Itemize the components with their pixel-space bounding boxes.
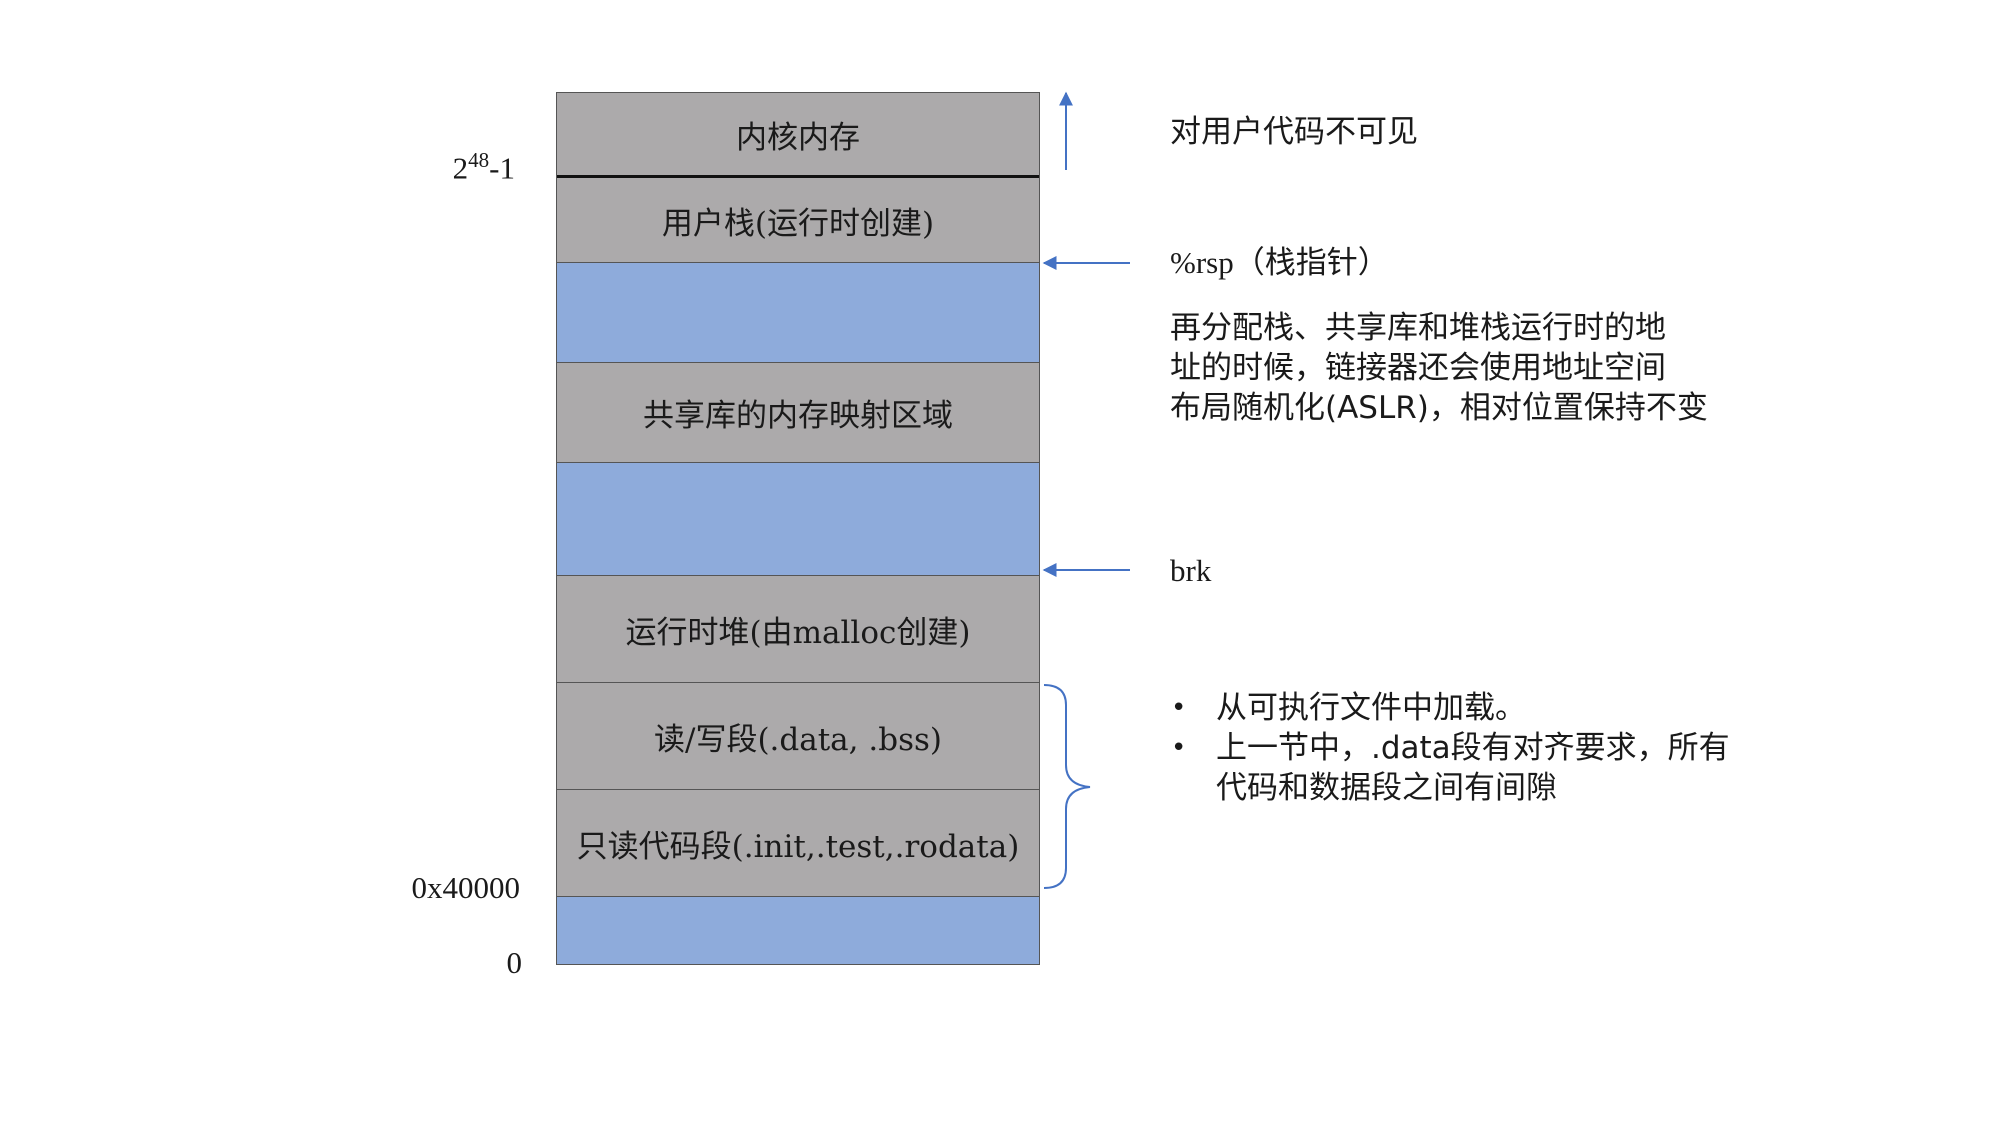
- segment-kernel-memory: 内核内存: [557, 93, 1039, 178]
- address-zero: 0: [506, 945, 523, 980]
- segment-label: 只读代码段(.init,.test,.rodata): [576, 828, 1020, 865]
- loaded-segments-notes: • 从可执行文件中加载。 • 上一节中，.data段有对齐要求，所有代码和数据段…: [1165, 688, 1735, 808]
- bullet-icon: •: [1171, 733, 1187, 763]
- bullet-item: • 从可执行文件中加载。: [1165, 688, 1735, 728]
- loaded-segments-brace-icon: [1043, 684, 1091, 889]
- segment-read-only-code: 只读代码段(.init,.test,.rodata): [557, 790, 1039, 897]
- segment-read-write: 读/写段(.data, .bss): [557, 683, 1039, 790]
- aslr-note-line: 再分配栈、共享库和堆栈运行时的地: [1170, 310, 1666, 346]
- aslr-note: 再分配栈、共享库和堆栈运行时的地 址的时候，链接器还会使用地址空间 布局随机化(…: [1170, 308, 1770, 428]
- bullet-text: 从可执行文件中加载。: [1216, 690, 1526, 726]
- bullet-icon: •: [1171, 693, 1187, 723]
- segment-shared-libraries: 共享库的内存映射区域: [557, 363, 1039, 463]
- segment-label: 运行时堆(由malloc创建): [625, 614, 971, 651]
- segment-label: 内核内存: [736, 119, 860, 156]
- segment-label: 读/写段(.data, .bss): [654, 721, 942, 758]
- segment-label: 共享库的内存映射区域: [643, 398, 953, 434]
- aslr-note-line: 布局随机化(ASLR)，相对位置保持不变: [1170, 390, 1708, 426]
- segment-label: 用户栈(运行时创建): [661, 205, 935, 242]
- address-top: 248-1: [420, 148, 515, 186]
- segment-reserved-low: [557, 897, 1039, 964]
- memory-layout-stack: 内核内存 用户栈(运行时创建) 共享库的内存映射区域 运行时堆(由malloc创…: [556, 92, 1040, 965]
- address-top-exponent: 48: [468, 148, 490, 172]
- aslr-note-line: 址的时候，链接器还会使用地址空间: [1170, 350, 1666, 386]
- segment-runtime-heap: 运行时堆(由malloc创建): [557, 576, 1039, 683]
- kernel-invisible-note: 对用户代码不可见: [1170, 114, 1418, 150]
- address-top-suffix: -1: [489, 150, 515, 186]
- address-top-base: 2: [452, 150, 469, 186]
- segment-unused-gap: [557, 263, 1039, 363]
- bullet-item: • 上一节中，.data段有对齐要求，所有代码和数据段之间有间隙: [1165, 728, 1735, 808]
- segment-unused-gap: [557, 463, 1039, 576]
- bullet-text: 上一节中，.data段有对齐要求，所有代码和数据段之间有间隙: [1216, 730, 1730, 806]
- brk-label: brk: [1170, 553, 1212, 588]
- rsp-label: %rsp（栈指针）: [1170, 245, 1389, 280]
- segment-user-stack: 用户栈(运行时创建): [557, 178, 1039, 263]
- address-code-start: 0x40000: [411, 870, 521, 905]
